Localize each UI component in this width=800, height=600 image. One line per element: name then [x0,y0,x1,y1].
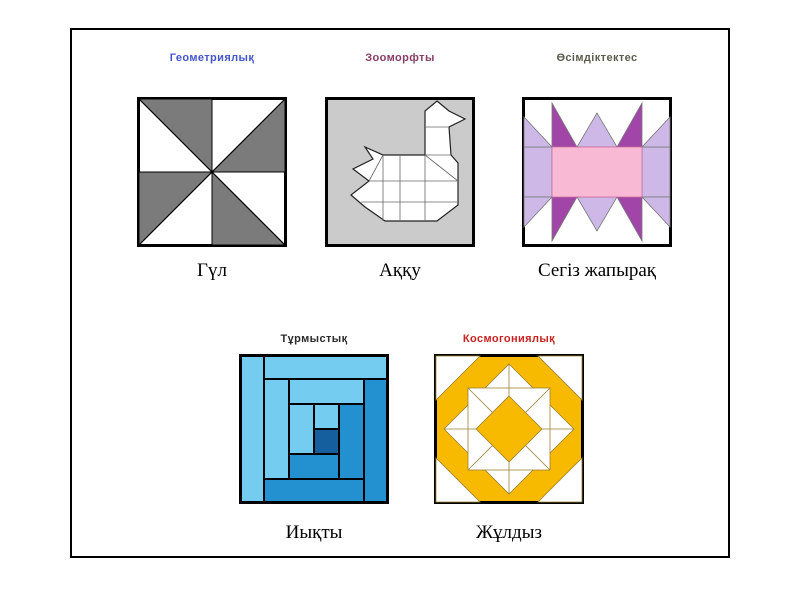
log-cabin-pattern [239,354,389,504]
eight-petal-pattern [522,97,672,247]
category-header-plant: Өсімдіктектес [556,52,638,64]
motif-label-eight-petal: Сегіз жапырақ [537,260,657,281]
motif-eight-petal-image [522,97,672,247]
pinwheel-pattern [137,97,287,247]
swan-pattern [325,97,475,247]
motif-star-image [434,354,584,504]
category-header-geometric: Геометриялық [169,52,255,64]
motif-label-star: Жұлдыз [476,522,542,543]
category-header-household: Тұрмыстық [280,333,348,345]
motif-label-log-cabin: Иықты [285,522,343,543]
slide-frame: Геометриялық Зооморфты Өсімдіктектес [70,28,730,558]
star-pattern [434,354,584,504]
category-header-cosmogonic: Космогониялық [462,333,556,345]
motif-log-cabin-image [239,354,389,504]
motif-swan-image [325,97,475,247]
category-header-zoomorphic: Зооморфты [365,52,435,64]
motif-pinwheel-image [137,97,287,247]
motif-label-flower: Гүл [197,260,227,281]
motif-label-swan: Аққу [379,260,421,281]
